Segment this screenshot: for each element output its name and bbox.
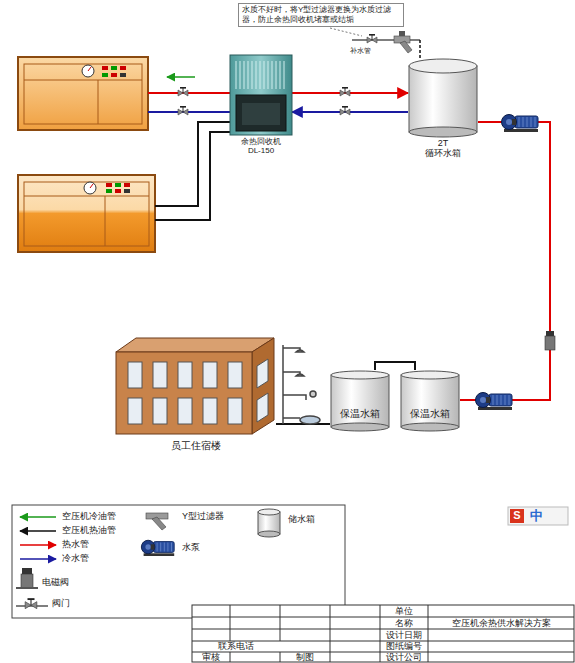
node-label: 循环水箱	[425, 148, 461, 158]
y-filter	[394, 31, 412, 53]
ime-icon-letter: 中	[528, 508, 544, 524]
legend-text: 冷水管	[62, 553, 89, 564]
legend-sample	[141, 540, 174, 556]
water-pump	[476, 393, 513, 411]
node-label: 余热回收机	[241, 137, 281, 146]
insulated-tank: 保温水箱	[400, 370, 460, 432]
legend-text: 水泵	[182, 542, 200, 553]
heat-recovery-unit: 余热回收机DL-150	[230, 55, 292, 158]
node-label: 保温水箱	[340, 408, 380, 420]
ime-icon-letter: S	[510, 509, 524, 523]
valve	[340, 106, 350, 115]
legend-text: Y型过滤器	[182, 511, 224, 522]
valve	[340, 87, 350, 96]
table-cell: 审核	[192, 652, 230, 663]
insulated-tank-shape	[400, 370, 460, 432]
valve	[178, 106, 188, 115]
table-cell: 制图	[280, 652, 330, 663]
node-label: 保温水箱	[410, 408, 450, 420]
pipe-connector	[375, 362, 415, 370]
table-cell: 空压机余热供水解决方案	[430, 618, 572, 629]
table-cell: 单位	[380, 606, 428, 617]
legend-text: 空压机冷油管	[62, 511, 116, 522]
pipe-connector	[460, 122, 550, 400]
node-label: 员工住宿楼	[171, 440, 221, 452]
valve	[367, 34, 377, 43]
water-pump	[502, 115, 539, 133]
title-block	[192, 605, 574, 662]
legend-sample	[258, 509, 280, 537]
table-cell: 名称	[380, 618, 428, 629]
table-cell: 联系电话	[192, 641, 280, 652]
insulated-tank: 保温水箱	[330, 370, 390, 432]
legend-text: 空压机热油管	[62, 525, 116, 536]
circulation-tank: 2T循环水箱	[408, 58, 478, 168]
solenoid-valve	[545, 331, 555, 350]
pipe-label: 补水管	[350, 47, 380, 56]
table-cell: 设计日期	[380, 630, 428, 641]
oil-pipes	[148, 77, 230, 220]
insulated-tank-shape	[330, 370, 390, 432]
table-cell: 图纸编号	[380, 641, 428, 652]
ime-icon	[508, 507, 568, 525]
legend-sample	[20, 545, 56, 546]
legend-sample	[146, 513, 168, 530]
legend-frame	[12, 505, 345, 618]
legend-sample	[20, 531, 56, 532]
dormitory-building: 员工住宿楼	[116, 338, 276, 460]
node-label: DL-150	[248, 146, 274, 155]
faucets	[283, 345, 320, 424]
air-compressor	[18, 57, 148, 130]
legend-text: 电磁阀	[42, 577, 69, 588]
table-cell: 设计公司	[380, 652, 428, 663]
legend-text: 储水箱	[288, 514, 315, 525]
air-compressor	[18, 175, 155, 252]
legend-text: 阀门	[52, 598, 70, 609]
legend-text: 热水管	[62, 539, 89, 550]
legend-sample	[16, 598, 48, 609]
node-label: 2T	[438, 138, 449, 148]
valve	[178, 87, 188, 96]
makeup-water-pipe	[330, 28, 420, 60]
legend-sample	[16, 568, 38, 588]
legend-sample	[20, 517, 56, 518]
note-text: 水质不好时，将Y型过滤器更换为水质过滤器，防止余热回收机堵塞或结垢	[238, 3, 404, 27]
legend-sample	[20, 559, 56, 560]
